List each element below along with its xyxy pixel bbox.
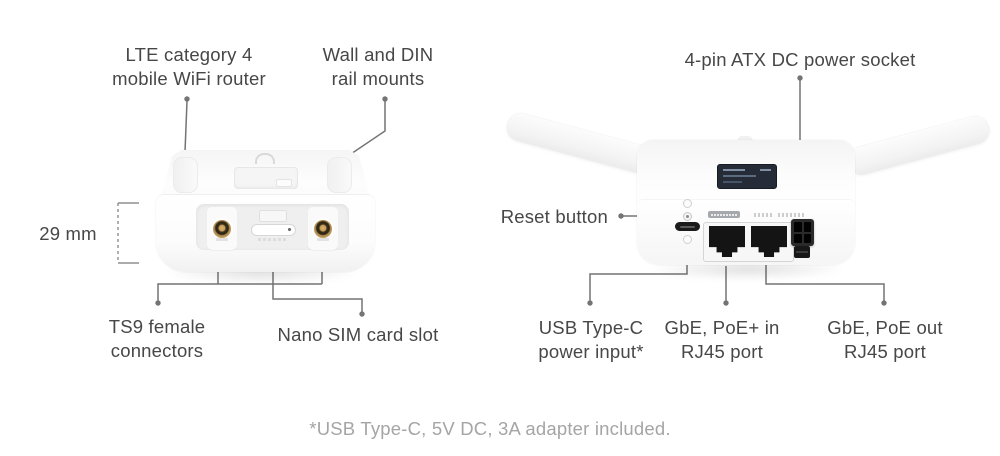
label-usb-power-input: USB Type-C power input* — [511, 316, 671, 364]
label-reset-button: Reset button — [468, 205, 608, 229]
label-line: Reset button — [500, 206, 608, 227]
label-lte-router: LTE category 4 mobile WiFi router — [89, 43, 289, 91]
label-line: 29 mm — [39, 223, 97, 244]
display-text-row — [723, 181, 742, 183]
sim-marking — [258, 238, 288, 241]
label-line: 4-pin ATX DC power socket — [684, 49, 916, 70]
ts9-connector-left — [213, 220, 231, 238]
din-rail-mount — [234, 167, 298, 189]
rj45-bezel — [703, 222, 794, 262]
rj45-port-poe-in — [709, 226, 745, 257]
antenna-left — [504, 110, 657, 176]
port-micro-label — [754, 213, 772, 217]
label-nano-sim: Nano SIM card slot — [258, 323, 458, 347]
label-line: rail mounts — [331, 68, 425, 89]
router-bottom-view — [150, 145, 380, 295]
label-line: connectors — [110, 340, 204, 361]
label-line: USB Type-C — [538, 317, 644, 338]
antenna-right — [844, 113, 992, 178]
atx-pin-hole — [803, 222, 811, 232]
atx-socket-latch — [794, 246, 810, 258]
nano-sim-slot — [251, 224, 296, 236]
dimension-bracket — [117, 202, 139, 264]
wall-mount-slot-right — [327, 157, 352, 193]
label-ts9-connectors: TS9 female connectors — [77, 315, 237, 363]
atx-pin-hole — [803, 233, 811, 243]
display-text-row — [723, 175, 756, 177]
sim-cover-plate — [259, 210, 287, 222]
display-text-row — [760, 169, 771, 171]
label-wall-din-mounts: Wall and DIN rail mounts — [278, 43, 478, 91]
din-rail-tab — [276, 179, 292, 187]
label-atx-power-socket: 4-pin ATX DC power socket — [670, 48, 930, 72]
label-line: RJ45 port — [843, 341, 926, 362]
wall-mount-slot-left — [173, 157, 198, 193]
connector-marking — [216, 238, 228, 241]
ts9-connector-right — [314, 220, 332, 238]
hanging-hook-icon — [255, 153, 275, 164]
router-port-view — [495, 105, 1000, 290]
label-line: RJ45 port — [680, 341, 763, 362]
atx-pin-hole — [794, 233, 802, 243]
label-poe-in-port: GbE, PoE+ in RJ45 port — [642, 316, 802, 364]
label-line: Nano SIM card slot — [277, 324, 439, 345]
label-line: power input* — [538, 341, 644, 362]
label-line: TS9 female — [108, 316, 206, 337]
atx-pin-hole — [794, 222, 802, 232]
label-line: mobile WiFi router — [112, 68, 266, 89]
reset-button — [683, 212, 692, 221]
port-micro-label — [778, 213, 805, 217]
led-hole — [683, 199, 692, 208]
label-line: GbE, PoE out — [827, 317, 943, 338]
display-text-row — [723, 169, 745, 171]
led-hole — [683, 235, 692, 244]
label-poe-out-port: GbE, PoE out RJ45 port — [805, 316, 965, 364]
label-height-dimension: 29 mm — [33, 222, 103, 246]
sim-eject-pinhole — [288, 228, 291, 231]
footnote: *USB Type-C, 5V DC, 3A adapter included. — [250, 417, 730, 441]
usb-c-port — [675, 222, 700, 231]
label-line: Wall and DIN — [322, 44, 434, 65]
rj45-port-poe-out — [751, 226, 787, 257]
atx-power-socket — [791, 219, 814, 246]
label-line: GbE, PoE+ in — [664, 317, 780, 338]
port-label-badge — [708, 211, 740, 218]
label-line: LTE category 4 — [125, 44, 253, 65]
connector-marking — [317, 238, 329, 241]
footnote-text: *USB Type-C, 5V DC, 3A adapter included. — [309, 418, 671, 439]
status-display — [717, 164, 777, 189]
